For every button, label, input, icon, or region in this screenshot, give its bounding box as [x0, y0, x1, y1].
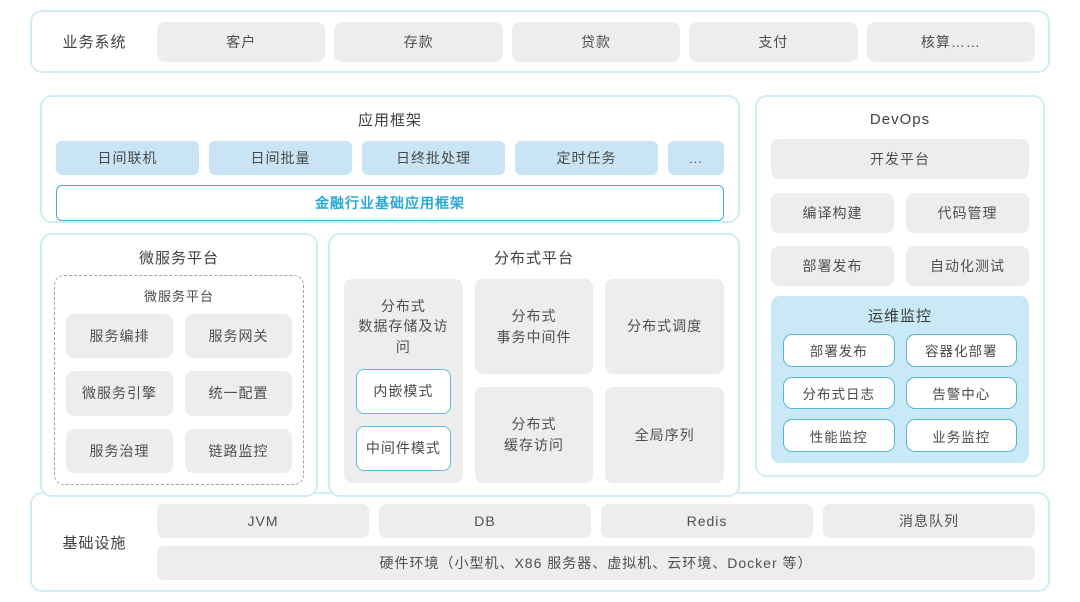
ops-item-deploy-release: 部署发布 — [783, 334, 895, 367]
microservice-panel: 微服务平台 微服务平台 服务编排 服务网关 微服务引擎 统一配置 服务治理 链路… — [40, 233, 318, 497]
devops-item-deploy-release: 部署发布 — [771, 246, 894, 286]
ms-item-unified-config: 统一配置 — [185, 371, 292, 416]
distributed-panel: 分布式平台 分布式 数据存储及访问 内嵌模式 中间件模式 分布式 事务中间件 分… — [328, 233, 740, 497]
ops-item-alert-center: 告警中心 — [905, 376, 1017, 410]
ops-item-performance-monitoring: 性能监控 — [783, 419, 895, 452]
devops-item-compile-build: 编译构建 — [771, 193, 894, 233]
infrastructure-row: JVM DB Redis 消息队列 — [157, 504, 1035, 538]
embedded-mode: 内嵌模式 — [356, 368, 451, 414]
global-sequence: 全局序列 — [605, 387, 724, 483]
infrastructure-label: 基础设施 — [62, 534, 127, 552]
ops-monitor-grid: 部署发布 容器化部署 分布式日志 告警中心 性能监控 业务监控 — [783, 334, 1017, 452]
devops-item-automated-testing: 自动化测试 — [906, 246, 1029, 286]
af-item-more: ... — [668, 141, 724, 175]
infrastructure-content: JVM DB Redis 消息队列 硬件环境（小型机、X86 服务器、虚拟机、云… — [157, 504, 1035, 580]
financial-base-framework: 金融行业基础应用框架 — [56, 185, 724, 221]
af-item-eod-batch: 日终批处理 — [362, 141, 505, 175]
distributed-title: 分布式平台 — [493, 250, 574, 267]
ms-item-link-monitoring: 链路监控 — [185, 428, 292, 473]
ms-item-service-governance: 服务治理 — [66, 428, 173, 473]
infrastructure-panel: 基础设施 JVM DB Redis 消息队列 硬件环境（小型机、X86 服务器、… — [30, 492, 1050, 592]
hardware-environment: 硬件环境（小型机、X86 服务器、虚拟机、云环境、Docker 等） — [157, 546, 1035, 580]
infra-item-jvm: JVM — [157, 504, 369, 538]
app-framework-panel: 应用框架 日间联机 日间批量 日终批处理 定时任务 ... 金融行业基础应用框架 — [40, 95, 740, 223]
ms-item-service-gateway: 服务网关 — [185, 314, 292, 359]
business-item-payment: 支付 — [689, 21, 858, 62]
business-item-customer: 客户 — [157, 21, 326, 62]
ops-item-business-monitoring: 业务监控 — [905, 419, 1017, 452]
af-item-daytime-online: 日间联机 — [56, 141, 199, 175]
business-item-loan: 贷款 — [511, 21, 681, 62]
platforms-row: 微服务平台 微服务平台 服务编排 服务网关 微服务引擎 统一配置 服务治理 链路… — [40, 233, 740, 497]
app-framework-title: 应用框架 — [357, 112, 422, 129]
microservice-title: 微服务平台 — [138, 250, 219, 267]
af-item-scheduled-task: 定时任务 — [515, 141, 658, 175]
business-systems-label: 业务系统 — [62, 34, 127, 51]
devops-grid: 编译构建 代码管理 部署发布 自动化测试 — [771, 193, 1029, 286]
devops-title: DevOps — [869, 111, 931, 128]
infra-item-db: DB — [379, 504, 591, 538]
middleware-mode: 中间件模式 — [356, 425, 451, 471]
middle-area: 应用框架 日间联机 日间批量 日终批处理 定时任务 ... 金融行业基础应用框架… — [40, 95, 1045, 497]
ops-monitor-title: 运维监控 — [867, 308, 932, 325]
business-systems-panel: 业务系统 客户 存款 贷款 支付 核算…… — [30, 10, 1050, 73]
microservice-inner-title: 微服务平台 — [143, 289, 214, 304]
distributed-transaction-middleware: 分布式 事务中间件 — [474, 279, 594, 375]
ms-item-microservice-engine: 微服务引擎 — [66, 371, 173, 416]
dev-platform: 开发平台 — [771, 139, 1029, 179]
af-item-daytime-batch: 日间批量 — [209, 141, 352, 175]
infra-item-message-queue: 消息队列 — [823, 504, 1035, 538]
microservice-inner-box: 微服务平台 服务编排 服务网关 微服务引擎 统一配置 服务治理 链路监控 — [54, 275, 304, 485]
ops-item-containerized-deployment: 容器化部署 — [905, 334, 1017, 367]
distributed-cache-access: 分布式 缓存访问 — [474, 387, 594, 483]
infra-item-redis: Redis — [601, 504, 813, 538]
ms-item-service-orchestration: 服务编排 — [66, 314, 173, 359]
business-item-accounting: 核算…… — [866, 21, 1036, 62]
business-item-deposit: 存款 — [334, 21, 503, 62]
business-systems-row: 客户 存款 贷款 支付 核算…… — [157, 21, 1036, 62]
distributed-scheduling: 分布式调度 — [605, 279, 724, 375]
microservice-grid: 服务编排 服务网关 微服务引擎 统一配置 服务治理 链路监控 — [66, 314, 292, 473]
left-column: 应用框架 日间联机 日间批量 日终批处理 定时任务 ... 金融行业基础应用框架… — [40, 95, 740, 497]
devops-panel: DevOps 开发平台 编译构建 代码管理 部署发布 自动化测试 运维监控 部署… — [755, 95, 1045, 477]
distributed-storage-access: 分布式 数据存储及访问 内嵌模式 中间件模式 — [344, 279, 463, 483]
distributed-storage-label: 分布式 数据存储及访问 — [358, 298, 449, 355]
ops-monitor-panel: 运维监控 部署发布 容器化部署 分布式日志 告警中心 性能监控 业务监控 — [771, 296, 1029, 463]
app-framework-row: 日间联机 日间批量 日终批处理 定时任务 ... — [56, 141, 724, 175]
devops-item-code-management: 代码管理 — [906, 193, 1029, 233]
distributed-grid: 分布式 数据存储及访问 内嵌模式 中间件模式 分布式 事务中间件 分布式调度 分… — [344, 279, 724, 483]
ops-item-distributed-log: 分布式日志 — [783, 376, 895, 410]
